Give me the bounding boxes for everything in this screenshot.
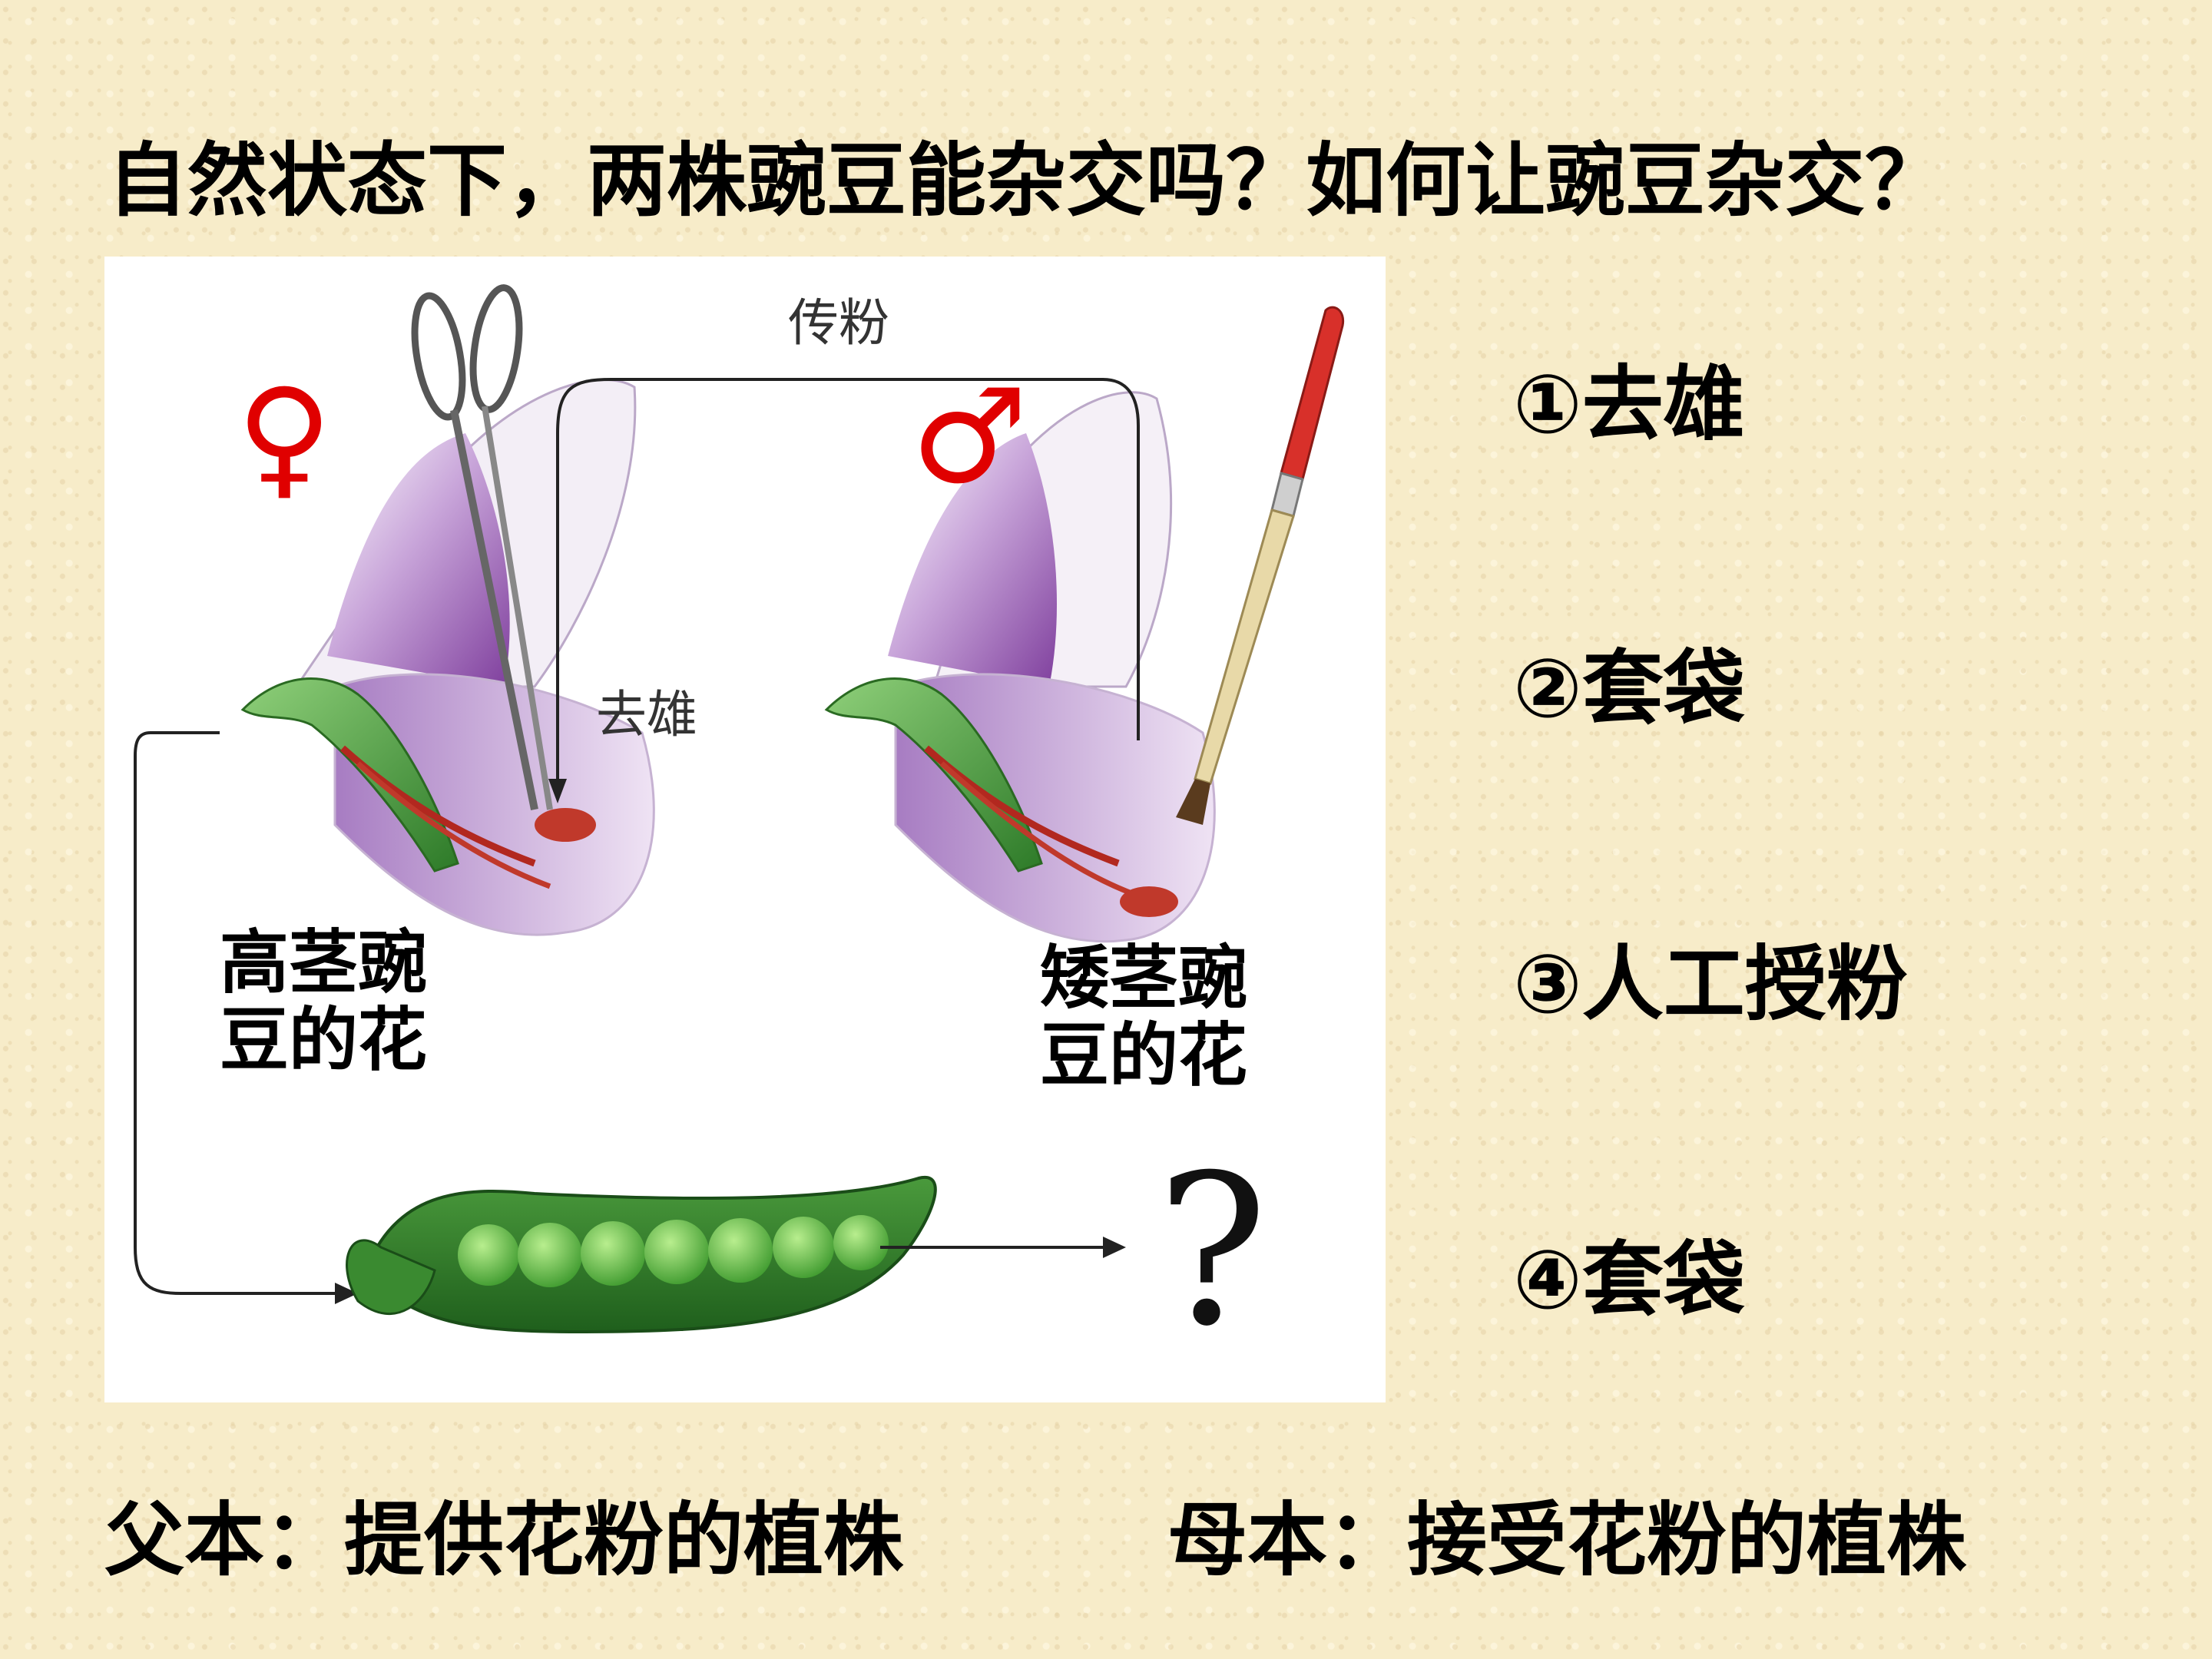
pea-seed: [644, 1220, 709, 1284]
female-symbol: ♀: [237, 361, 333, 513]
dwarf-flower-label-line2: 豆的花: [1040, 1015, 1247, 1096]
pollination-arrow: [556, 378, 1140, 786]
dwarf-flower-label: 矮茎豌 豆的花: [1040, 938, 1247, 1096]
left-flower-keel-petal: [333, 673, 655, 936]
pea-pod: [346, 1175, 937, 1334]
step-bag-1: ②套袋: [1513, 641, 1745, 736]
emasculation-label: 去雄: [596, 685, 697, 744]
tall-flower-label-line2: 豆的花: [220, 999, 427, 1081]
page-title: 自然状态下，两株豌豆能杂交吗？如何让豌豆杂交？: [108, 134, 1945, 227]
paintbrush-icon: [1176, 306, 1345, 825]
left-flower-anthers: [535, 808, 596, 842]
unknown-offspring-question-mark: ?: [1157, 1130, 1268, 1372]
left-flower-sepal: [240, 677, 459, 873]
right-flower-sepal: [824, 677, 1043, 873]
pea-cross-diagram: 传粉 去雄 ♀ ♂ 高茎豌 豆的花 矮茎豌 豆的花 ?: [104, 257, 1386, 1402]
step-hand-pollinate: ③人工授粉: [1513, 937, 1908, 1031]
cross-steps-list: ①去雄 ②套袋 ③人工授粉 ④套袋: [1513, 338, 2051, 1336]
step-emasculate: ①去雄: [1513, 357, 1745, 452]
right-flower-banner-petal: [888, 433, 1057, 687]
left-flower-banner-petal: [327, 433, 510, 687]
pea-seed: [581, 1221, 645, 1286]
pea-seed: [708, 1218, 773, 1283]
step-bag-2: ④套袋: [1513, 1233, 1745, 1327]
dwarf-pea-flower: [824, 391, 1216, 943]
father-definition: 父本：提供花粉的植株: [104, 1493, 904, 1587]
pea-seed: [773, 1217, 834, 1278]
male-symbol: ♂: [911, 361, 1028, 513]
pollination-label: 传粉: [788, 293, 889, 353]
diagram-drawing: [134, 284, 1345, 1334]
tall-flower-label-line1: 高茎豌: [220, 922, 427, 1003]
pod-calyx: [346, 1239, 436, 1316]
pea-seed: [458, 1224, 519, 1286]
mother-definition: 母本：接受花粉的植株: [1167, 1493, 1967, 1587]
scissors-icon: [411, 284, 553, 810]
tall-pea-flower: [240, 379, 655, 936]
tall-flower-label: 高茎豌 豆的花: [220, 922, 427, 1081]
pea-seed: [518, 1223, 582, 1287]
pea-seed: [833, 1215, 889, 1270]
cross-result-arrow: [134, 731, 335, 1295]
dwarf-flower-label-line1: 矮茎豌: [1040, 938, 1247, 1018]
